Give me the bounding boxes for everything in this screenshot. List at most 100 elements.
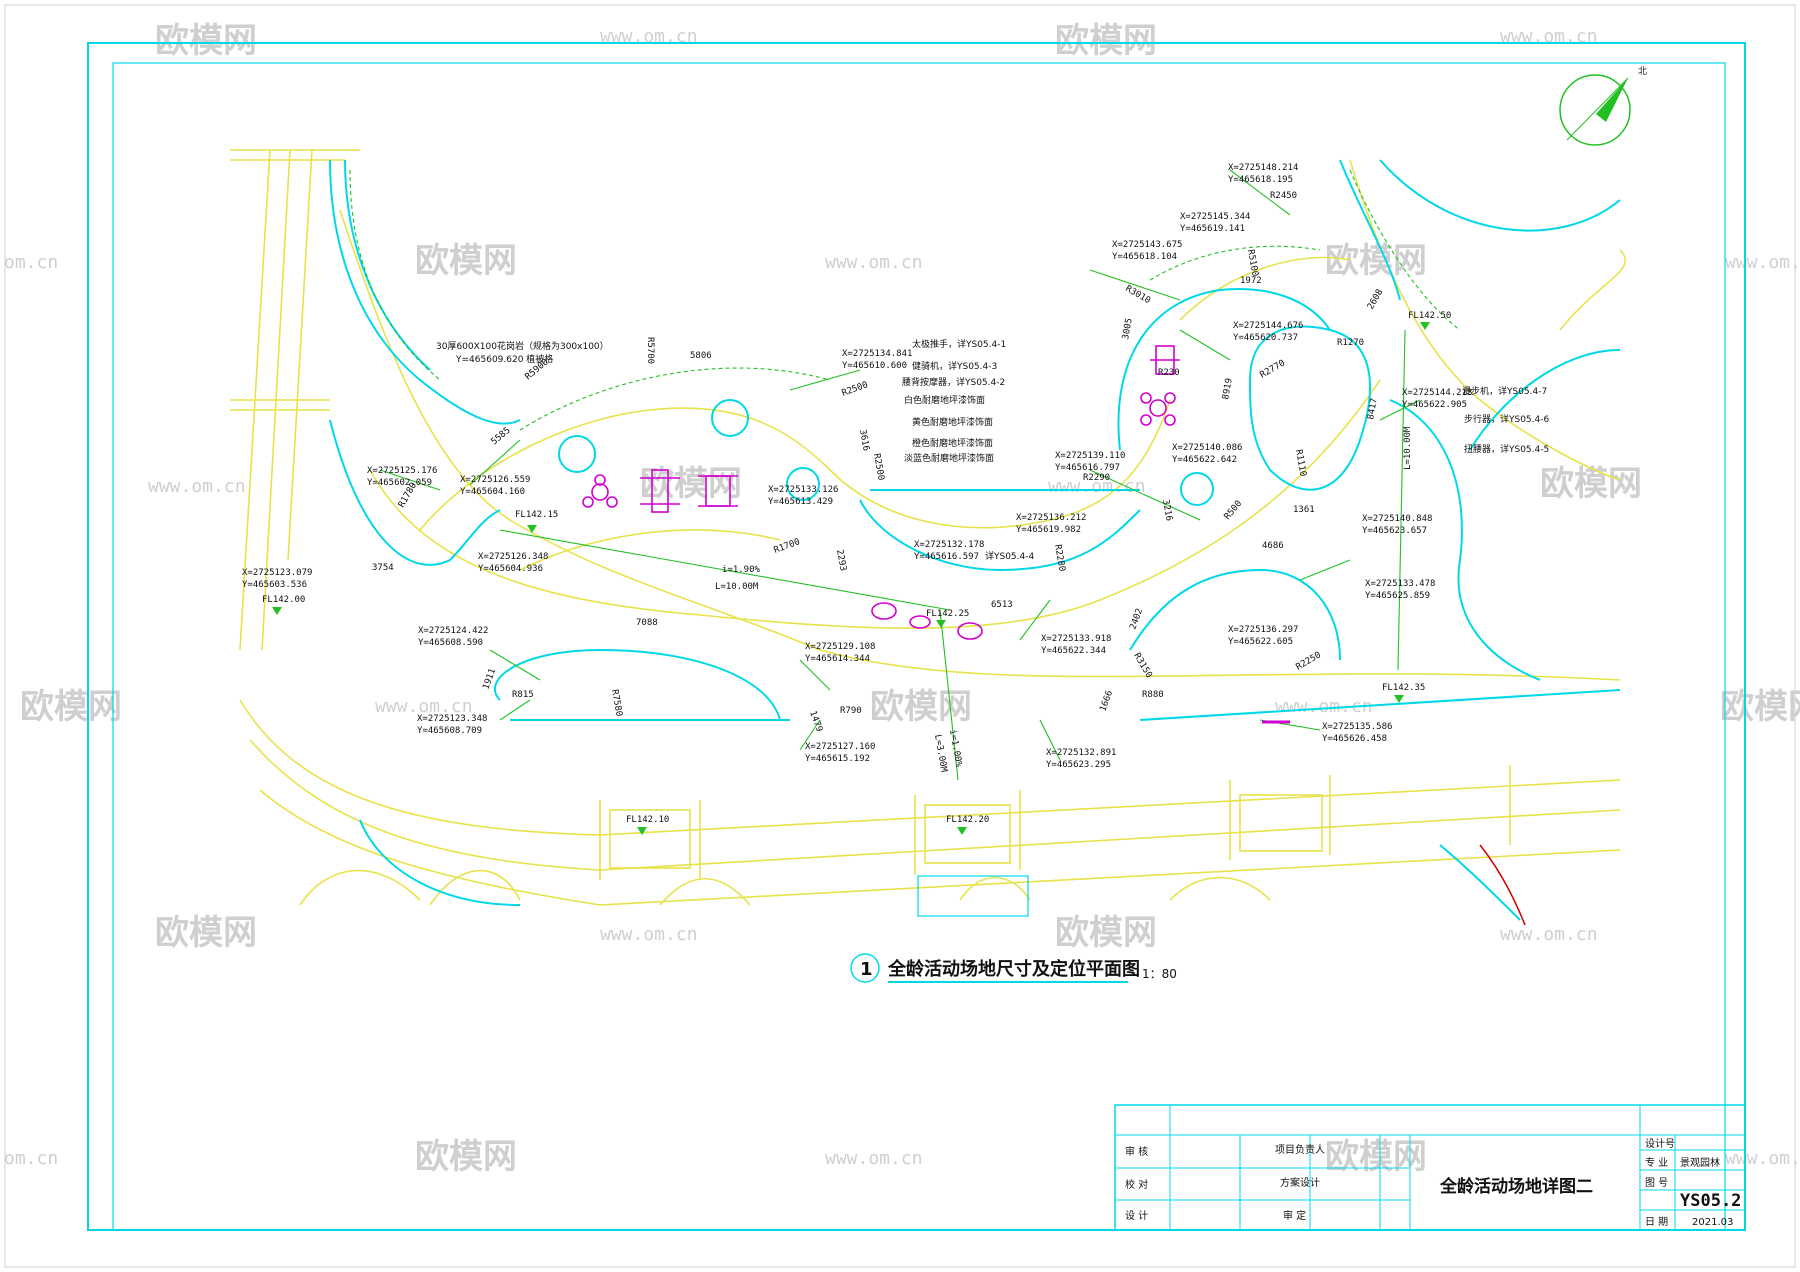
back-massager-equipment xyxy=(698,475,738,507)
watermark-url: om.cn xyxy=(4,252,58,273)
coord-y: Y=465616.597 xyxy=(914,552,979,562)
watermark-brand: 欧模网 xyxy=(870,687,972,727)
coord-x: X=2725132.891 xyxy=(1046,748,1116,758)
dimension-label: 1361 xyxy=(1293,505,1315,515)
equipment-part xyxy=(651,469,669,513)
paving-panel xyxy=(609,809,691,869)
dimension-label: 7088 xyxy=(636,618,658,628)
east-arc xyxy=(1559,249,1627,331)
radius-label: R880 xyxy=(1142,690,1164,700)
watermark-url: www.om.cn xyxy=(600,26,698,47)
radius-label: R2450 xyxy=(1270,191,1297,201)
material-note: 黄色耐磨地坪漆饰面 xyxy=(912,416,993,428)
coord-y: Y=465622.344 xyxy=(1041,646,1106,656)
material-note: 淡蓝色耐磨地坪漆饰面 xyxy=(904,452,994,464)
waist-twister-equipment xyxy=(1140,392,1176,426)
watermark-brand: 欧模网 xyxy=(1325,1137,1427,1177)
west-planter-edge-inner xyxy=(344,159,431,371)
paving-panel xyxy=(1239,794,1323,852)
walkway-loop xyxy=(419,399,1171,531)
level-marker-triangle xyxy=(272,607,282,615)
east-walkway xyxy=(1349,159,1621,481)
dimension-label: 4686 xyxy=(1262,541,1284,551)
coord-x: X=2725133.126 xyxy=(768,485,838,495)
equipment-part xyxy=(606,496,618,508)
radius-label: R790 xyxy=(840,706,862,716)
radius-label: R230 xyxy=(1158,368,1180,378)
south-curb xyxy=(359,819,521,906)
sheet-number: YS05.2 xyxy=(1680,1191,1741,1211)
main-walkway-outer xyxy=(339,209,1621,681)
shrub-scallop-line xyxy=(1149,245,1321,281)
leader-lines xyxy=(379,169,1421,761)
watermark-url: www.om.cn xyxy=(825,1148,923,1169)
left-paving-lines xyxy=(230,149,360,411)
coord-x: X=2725140.848 xyxy=(1362,514,1432,524)
south-paving-joints xyxy=(599,765,1511,880)
dimension-label: 3754 xyxy=(372,563,394,573)
north-arrow: 北 xyxy=(1559,66,1647,146)
red-boundary-line xyxy=(1479,844,1526,926)
watermark-url: www.om.cn xyxy=(375,696,473,717)
level-marker-triangle xyxy=(936,620,946,628)
rider-machine-equipment xyxy=(640,469,680,513)
coord-x: X=2725123.348 xyxy=(417,714,487,724)
coord-y: Y=465622.905 xyxy=(1402,400,1467,410)
dimension-label: 3616 xyxy=(857,429,871,452)
paving-panel xyxy=(924,804,1011,864)
title-block: 审 核 校 对 设 计 项目负责人 方案设计 审 定 全龄活动场地详图二 设计号… xyxy=(1114,1104,1746,1231)
title-block-label: 审 核 xyxy=(1125,1145,1148,1158)
equipment-note: 漫步机，详YS05.4-7 xyxy=(1462,385,1547,397)
shrub-scallop-line xyxy=(519,367,831,431)
coord-y: Y=465622.605 xyxy=(1228,637,1293,647)
central-planter-edge xyxy=(859,499,1141,572)
north-planter-edge xyxy=(1117,288,1331,451)
compass-circle xyxy=(1559,74,1631,146)
watermark-brand: 欧模网 xyxy=(415,1137,517,1177)
slope-ratio: i=1.90% xyxy=(722,565,761,575)
equipment-note: 扭腰器，详YS05.4-5 xyxy=(1464,443,1549,455)
watermark-brand: 欧模网 xyxy=(1055,21,1157,61)
level-marker-triangle xyxy=(957,827,967,835)
radius-label: R1110 xyxy=(1293,449,1308,477)
main-walkway-mid xyxy=(369,379,1381,629)
dimension-label: R2500 xyxy=(871,453,886,481)
coord-x: X=2725134.841 xyxy=(842,349,912,359)
radius-label: R2500 xyxy=(841,380,870,399)
dimension-label: 6513 xyxy=(991,600,1013,610)
radius-label: R5700 xyxy=(645,337,655,364)
dimension-label: 2402 xyxy=(1128,607,1145,631)
equipment-part xyxy=(1140,392,1152,404)
stepping-pad xyxy=(957,622,983,640)
drawing-title: 全龄活动场地详图二 xyxy=(1439,1176,1593,1197)
coord-y: Y=465618.104 xyxy=(1112,252,1177,262)
level-label: FL142.15 xyxy=(515,510,558,520)
watermark-url: www.om.cn xyxy=(600,924,698,945)
watermark-url: www.om.cn xyxy=(1725,1148,1800,1169)
walkway-inner xyxy=(519,529,781,571)
title-block-label: 日 期 xyxy=(1645,1216,1668,1228)
radius-label: R2250 xyxy=(1295,650,1323,672)
coord-x: X=2725136.297 xyxy=(1228,625,1298,635)
level-markers: FL142.50 FL142.15 FL142.00 FL142.25 FL14… xyxy=(262,311,1451,835)
coord-y: Y=465613.429 xyxy=(768,497,833,507)
coord-y: Y=465623.657 xyxy=(1362,526,1427,536)
level-label: FL142.35 xyxy=(1382,683,1425,693)
equipment-note: 腰背按摩器，详YS05.4-2 xyxy=(902,376,1005,388)
coord-y: Y=465616.797 xyxy=(1055,463,1120,473)
equipment-note: 健骑机，详YS05.4-3 xyxy=(912,360,997,372)
coord-x: X=2725140.086 xyxy=(1172,443,1242,453)
coord-y: Y=465608.709 xyxy=(417,726,482,736)
coord-y: Y=465604.936 xyxy=(478,564,543,574)
radius-label: R2290 xyxy=(1083,473,1110,483)
coord-y: Y=465619.141 xyxy=(1180,224,1245,234)
equipment-part xyxy=(591,483,609,501)
slope-line xyxy=(499,529,951,611)
equipment-part xyxy=(1164,392,1176,404)
compass-axis xyxy=(1566,77,1629,141)
coord-x: X=2725148.214 xyxy=(1228,163,1298,173)
southeast-curb xyxy=(1439,844,1521,921)
slope-line xyxy=(939,609,959,781)
coord-x: X=2725135.586 xyxy=(1322,722,1392,732)
radius-label: R5100 xyxy=(1245,249,1260,277)
